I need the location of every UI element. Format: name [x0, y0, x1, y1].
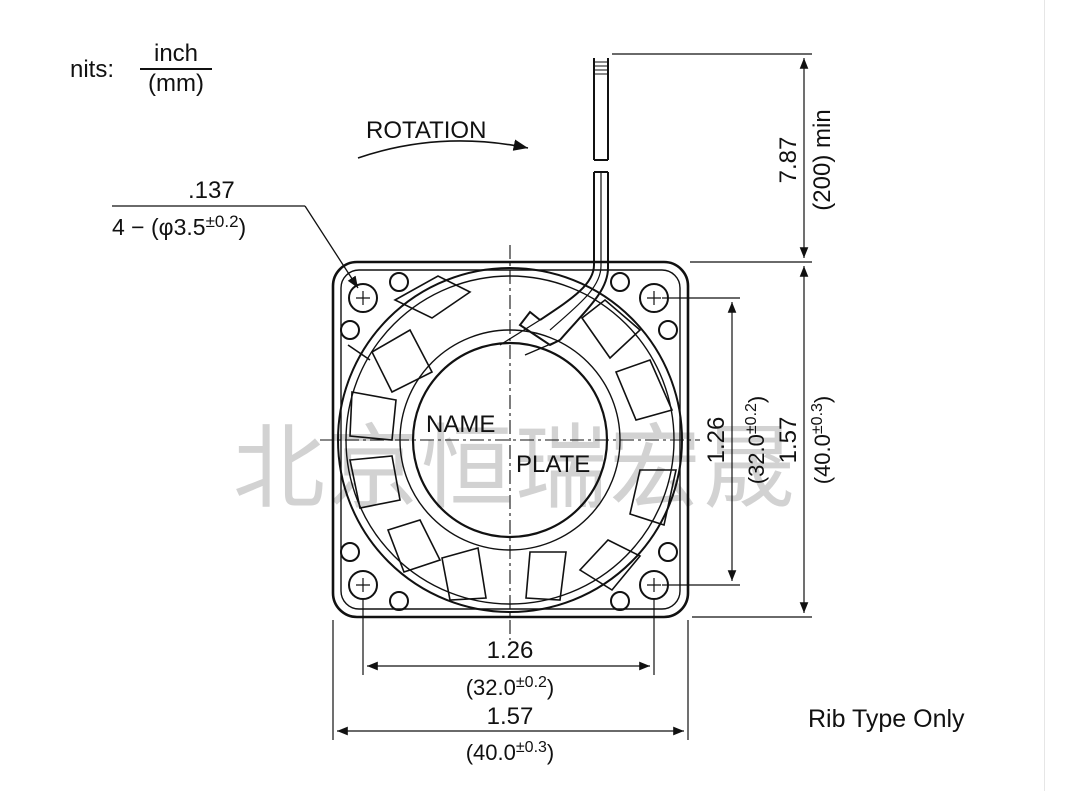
- hole-pitch-v-mm: (32.0±0.2): [743, 396, 769, 485]
- units-fraction: inch (mm): [140, 40, 212, 98]
- hole-pitch-h-mm: (32.0±0.2): [466, 674, 555, 700]
- units-mm: (mm): [148, 70, 204, 97]
- overall-v-inch: 1.57: [775, 417, 802, 464]
- rotation-arrow: [357, 139, 529, 159]
- fan-drawing: 北京恒瑞宏晟: [112, 53, 836, 765]
- units-inch: inch: [140, 40, 212, 70]
- right-edge-panel: [1044, 0, 1066, 791]
- nameplate-line2: PLATE: [516, 451, 590, 478]
- overall-v-mm: (40.0±0.3): [809, 396, 835, 485]
- hole-callout-leader: [112, 205, 359, 289]
- rotation-label: ROTATION: [366, 117, 486, 144]
- center-lines: [320, 245, 700, 640]
- overall-h-inch: 1.57: [487, 703, 534, 730]
- dim-overall-vertical: [692, 266, 812, 618]
- hole-pitch-v-inch: 1.26: [703, 417, 730, 464]
- dim-hole-pitch-horizontal: [362, 600, 655, 675]
- lead-wire-inch: 7.87: [775, 137, 802, 184]
- wire-strand-ends: [594, 61, 608, 75]
- rib-type-note: Rib Type Only: [808, 705, 965, 733]
- nameplate-line1: NAME: [426, 411, 495, 438]
- dim-lead-wire: [612, 53, 812, 263]
- hole-crosshairs: [356, 291, 661, 592]
- lead-wire-mm: (200) min: [809, 109, 836, 210]
- dim-hole-pitch-vertical: [662, 297, 740, 586]
- hole-pitch-h-inch: 1.26: [487, 637, 534, 664]
- hole-callout-inch: .137: [188, 177, 235, 204]
- dim-overall-horizontal: [332, 620, 689, 740]
- watermark-text: 北京恒瑞宏晟: [233, 415, 797, 522]
- hole-callout-mm: 4 − (φ3.5±0.2): [112, 212, 246, 240]
- fan-ribs: [347, 275, 677, 601]
- overall-h-mm: (40.0±0.3): [466, 739, 555, 765]
- lead-wire: [499, 58, 609, 356]
- units-label: nits:: [70, 56, 115, 83]
